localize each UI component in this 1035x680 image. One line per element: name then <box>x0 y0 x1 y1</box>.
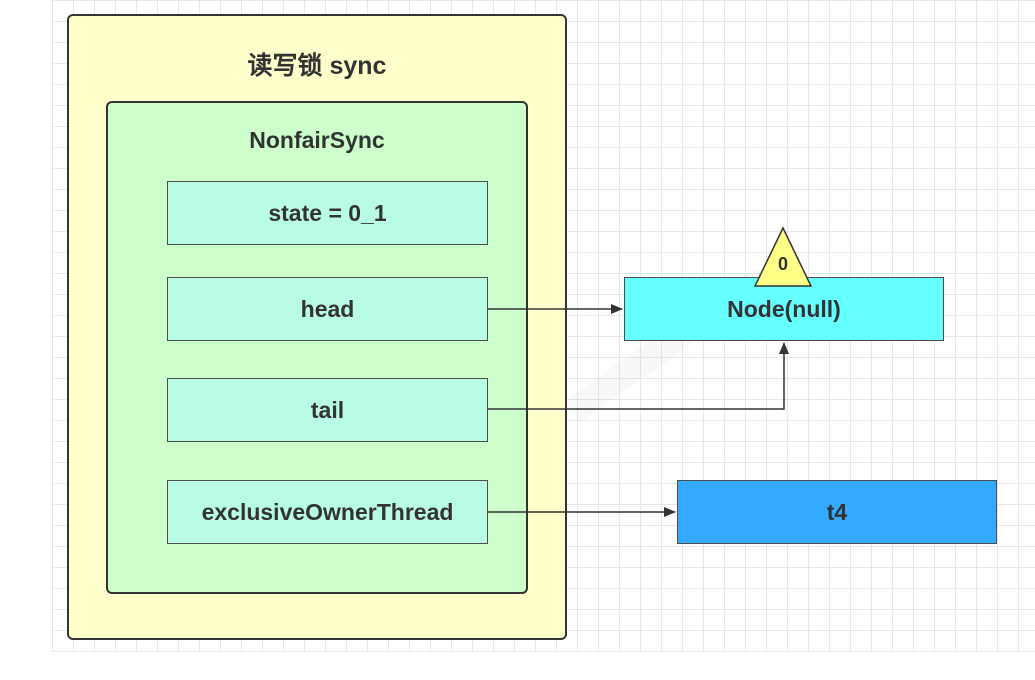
state-field: state = 0_1 <box>167 181 488 245</box>
thread-t4-box: t4 <box>677 480 997 544</box>
exclusive-owner-thread-field: exclusiveOwnerThread <box>167 480 488 544</box>
sync-title: 读写锁 sync <box>247 52 387 80</box>
head-field: head <box>167 277 488 341</box>
tail-arrow <box>488 342 789 410</box>
nonfair-sync-title: NonfairSync <box>249 127 385 153</box>
tail-field: tail <box>167 378 488 442</box>
waitstatus-label: 0 <box>778 254 788 274</box>
node-null-box: Node(null) <box>624 277 944 341</box>
waitstatus-triangle <box>753 226 813 287</box>
